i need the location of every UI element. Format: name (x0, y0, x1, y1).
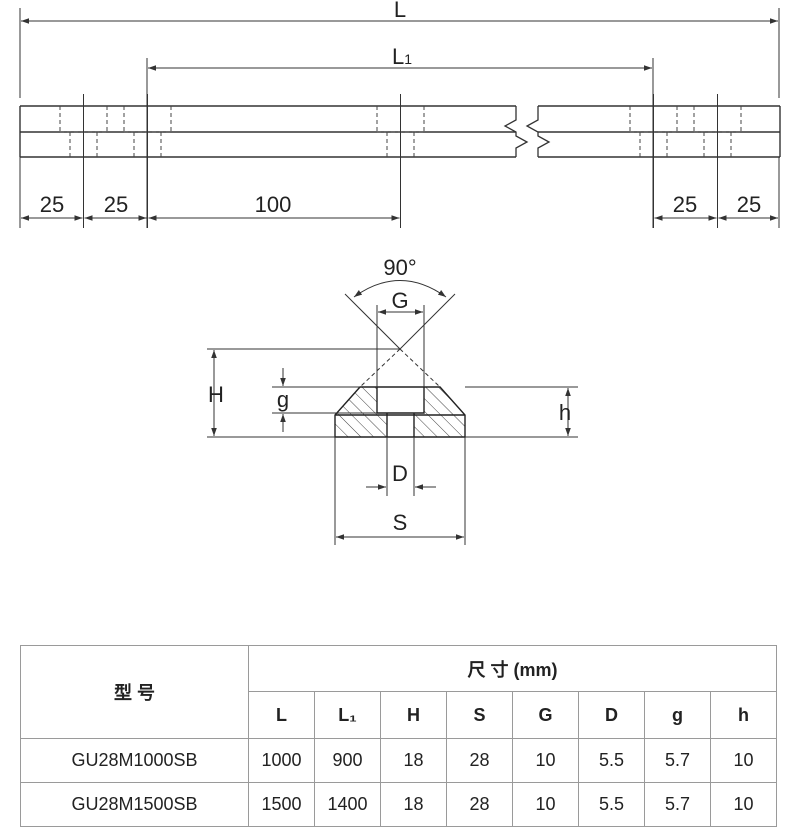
header-model: 型 号 (20, 645, 249, 739)
cell: 18 (380, 782, 447, 827)
technical-drawing: L L1 (19, 0, 781, 545)
label-D: D (392, 461, 408, 486)
label-G: G (391, 288, 408, 313)
angle-arc (353, 280, 447, 298)
col-header-S: S (446, 691, 513, 739)
table-row: GU28M1000SB 1000 900 18 28 10 5.5 5.7 10 (20, 738, 777, 783)
bar-left-segment (19, 105, 516, 158)
label-L1-subscript: 1 (404, 51, 412, 67)
col-header-L: L (248, 691, 315, 739)
col-header-D: D (578, 691, 645, 739)
label-L: L (394, 0, 406, 22)
cell: 5.5 (578, 738, 645, 783)
break-line-left (503, 106, 529, 157)
cell: 10 (512, 738, 579, 783)
break-line-right (525, 106, 551, 157)
col-header-G: G (512, 691, 579, 739)
cell-model: GU28M1500SB (20, 782, 249, 827)
hole-centerlines (19, 94, 780, 228)
dim-label-25-c: 25 (673, 192, 697, 217)
cell: 1500 (248, 782, 315, 827)
cell: 900 (314, 738, 381, 783)
col-header-h: h (710, 691, 777, 739)
cell-model: GU28M1000SB (20, 738, 249, 783)
cell: 18 (380, 738, 447, 783)
col-header-H: H (380, 691, 447, 739)
countersink-lines (344, 293, 456, 388)
cell: 28 (446, 782, 513, 827)
cell: 10 (512, 782, 579, 827)
dim-label-25-d: 25 (737, 192, 761, 217)
label-H: H (208, 382, 224, 407)
col-header-L1: L₁ (314, 691, 381, 739)
cell: 10 (710, 738, 777, 783)
top-view: L L1 (19, 0, 781, 228)
cell: 5.5 (578, 782, 645, 827)
label-S: S (393, 510, 408, 535)
header-size: 尺 寸 (mm) (248, 645, 777, 692)
cell: 1000 (248, 738, 315, 783)
cell: 28 (446, 738, 513, 783)
cell: 5.7 (644, 738, 711, 783)
section-body-left (335, 387, 387, 437)
label-g: g (277, 387, 289, 412)
bar-right-segment (538, 105, 781, 158)
section-body-right (414, 387, 465, 437)
dim-label-100: 100 (255, 192, 292, 217)
label-h: h (559, 400, 571, 425)
col-header-g: g (644, 691, 711, 739)
dim-label-25-b: 25 (104, 192, 128, 217)
label-angle-90: 90° (383, 255, 416, 280)
table-row: GU28M1500SB 1500 1400 18 28 10 5.5 5.7 1… (20, 782, 777, 827)
table-header-row-1: 型 号 尺 寸 (mm) (20, 645, 777, 739)
dim-label-25-a: 25 (40, 192, 64, 217)
cell: 5.7 (644, 782, 711, 827)
cell: 1400 (314, 782, 381, 827)
cell: 10 (710, 782, 777, 827)
label-L1: L1 (392, 44, 412, 69)
cross-section: 90° G H g h D S (207, 255, 578, 545)
